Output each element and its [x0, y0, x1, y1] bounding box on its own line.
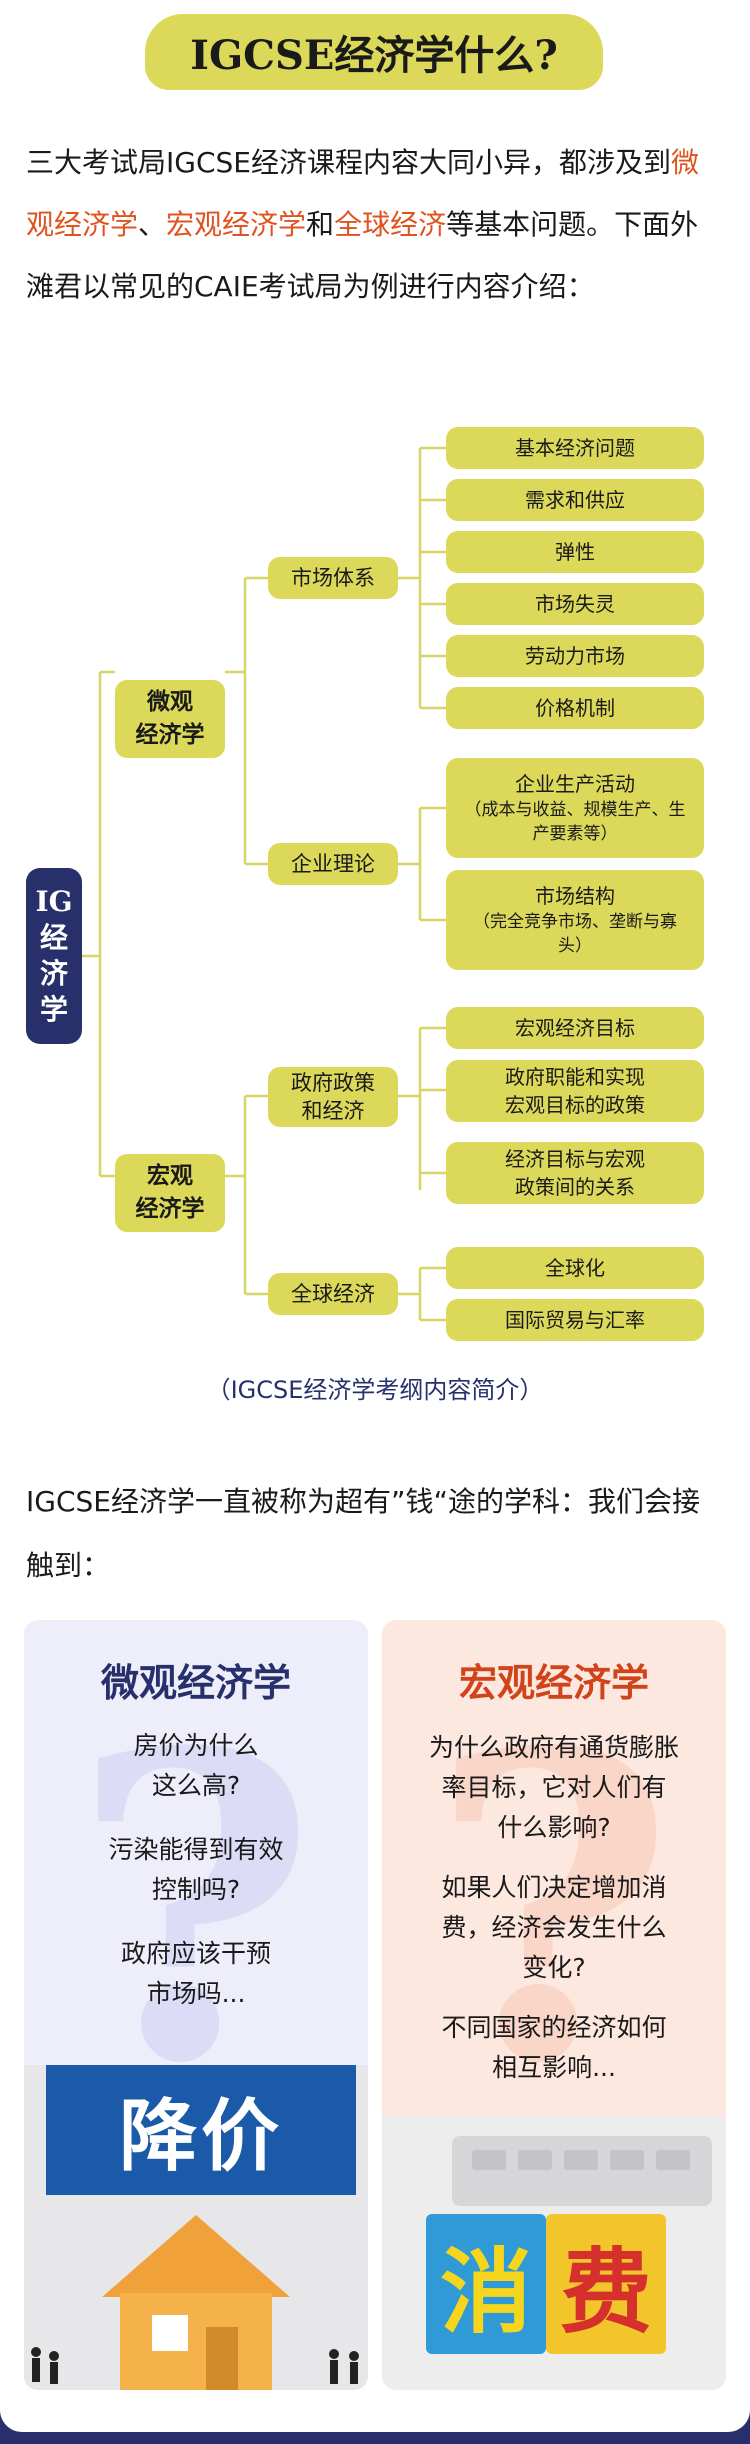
leaf-market-6: 价格机制 — [446, 687, 704, 729]
question-mark-watermark-icon: ? — [70, 1663, 318, 2156]
price-cut-sign: 降价 — [46, 2065, 356, 2195]
macro-question-3: 不同国家的经济如何 相互影响... — [441, 2013, 667, 2082]
intro-highlight-global: 全球经济 — [334, 208, 447, 241]
page-title: IGCSE经济学什么? — [190, 32, 558, 79]
mindmap-caption: （IGCSE经济学考纲内容简介） — [206, 1376, 544, 1404]
leaf-market-1: 基本经济问题 — [446, 427, 704, 469]
intro-text-1: 三大考试局IGCSE经济课程内容大同小异，都涉及到 — [26, 146, 671, 179]
intro-highlight-macro: 宏观经济学 — [166, 208, 307, 241]
micro-panel: ? 微观经济学 房价为什么 这么高? 污染能得到有效 控制吗? 政府应该干预 市… — [24, 1620, 368, 2390]
leaf-main-text: 市场结构 — [535, 884, 615, 908]
micro-panel-title: 微观经济学 — [100, 1660, 291, 1705]
leaf-firm-production: 企业生产活动 （成本与收益、规模生产、生产要素等） — [446, 758, 704, 858]
leaf-gov-3: 经济目标与宏观 政策间的关系 — [446, 1142, 704, 1204]
leaf-market-5: 劳动力市场 — [446, 635, 704, 677]
cube-xiao: 消 — [426, 2214, 546, 2354]
leaf-market-2: 需求和供应 — [446, 479, 704, 521]
root-char: 学 — [39, 993, 68, 1026]
consumption-photo: 消 费 — [382, 2116, 726, 2390]
leaf-market-structure: 市场结构 （完全竞争市场、垄断与寡头） — [446, 870, 704, 970]
leaf-gov-2: 政府职能和实现 宏观目标的政策 — [446, 1060, 704, 1122]
node-global-economy: 全球经济 — [268, 1273, 398, 1315]
node-micro: 微观 经济学 — [115, 680, 225, 758]
cube-fei: 费 — [546, 2214, 666, 2354]
house-illustration — [31, 2215, 359, 2390]
leaf-gov-1: 宏观经济目标 — [446, 1007, 704, 1049]
node-macro: 宏观 经济学 — [115, 1154, 225, 1232]
question-mark-watermark-icon: ? — [428, 1663, 676, 2156]
mindmap-root: IG 经 济 学 — [26, 868, 82, 1044]
leaf-main-text: 企业生产活动 — [515, 772, 635, 796]
macro-panel-title: 宏观经济学 — [458, 1660, 649, 1705]
leaf-sub-text: （完全竞争市场、垄断与寡头） — [473, 912, 677, 956]
root-char: 济 — [39, 957, 68, 990]
macro-question-1: 为什么政府有通货膨胀 率目标，它对人们有 什么影响? — [428, 1733, 679, 1842]
mindmap-connectors — [82, 446, 446, 1322]
leaf-market-3: 弹性 — [446, 531, 704, 573]
root-char: 经 — [39, 921, 68, 954]
intro-text-2: 、 — [138, 208, 167, 241]
leaf-global-1: 全球化 — [446, 1247, 704, 1289]
macro-question-2: 如果人们决定增加消 费，经济会发生什么 变化? — [441, 1873, 667, 1982]
syllabus-mindmap: IG 经 济 学 微观 经济学 宏观 经济学 市场体系 企业理论 政府政策 和经… — [0, 400, 750, 1360]
micro-question-3: 政府应该干预 市场吗... — [120, 1939, 271, 2008]
intro-text-4: 等基本问题。下面外滩君以常见的CAIE考试局为例进行内容介绍： — [26, 208, 699, 303]
calculator-background — [452, 2136, 712, 2206]
node-firm-theory: 企业理论 — [268, 843, 398, 885]
micro-question-2: 污染能得到有效 控制吗? — [108, 1835, 284, 1904]
intro-highlight-micro: 微观经济学 — [26, 146, 699, 241]
macro-panel: ? 宏观经济学 为什么政府有通货膨胀 率目标，它对人们有 什么影响? 如果人们决… — [382, 1620, 726, 2390]
price-cut-photo: 降价 — [24, 2065, 368, 2390]
intro-text-3: 和 — [306, 208, 335, 241]
intro-paragraph: 三大考试局IGCSE经济课程内容大同小异，都涉及到微观经济学、宏观经济学和全球经… — [26, 132, 726, 318]
root-char: IG — [35, 885, 73, 918]
leaf-market-4: 市场失灵 — [446, 583, 704, 625]
title-banner: IGCSE经济学什么? — [145, 14, 603, 90]
node-market-system: 市场体系 — [268, 557, 398, 599]
node-gov-policy: 政府政策 和经济 — [268, 1067, 398, 1127]
second-paragraph: IGCSE经济学一直被称为超有”钱“途的学科：我们会接触到： — [26, 1485, 700, 1582]
leaf-sub-text: （成本与收益、规模生产、生产要素等） — [464, 800, 686, 844]
micro-question-1: 房价为什么 这么高? — [133, 1731, 259, 1800]
leaf-global-2: 国际贸易与汇率 — [446, 1299, 704, 1341]
